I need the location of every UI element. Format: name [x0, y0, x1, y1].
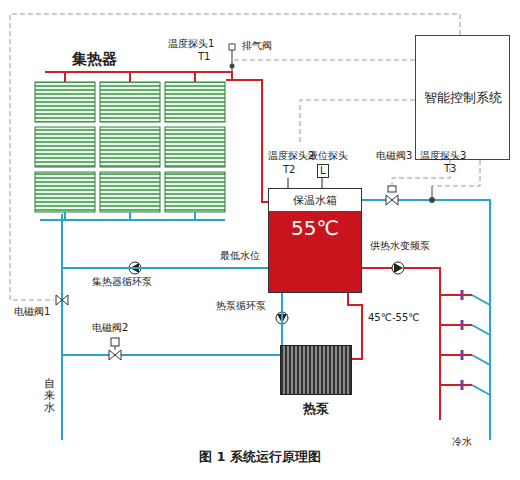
heat-pump: 热泵: [280, 345, 352, 395]
valve-label: 电磁阀3: [376, 150, 412, 162]
return-pipe: [356, 200, 490, 440]
valve-2: [109, 350, 121, 360]
sensor-label: 液位探头: [308, 150, 348, 162]
storage-tank: 保温水箱 55℃: [268, 188, 362, 293]
pipe: [62, 214, 268, 268]
node-text: 55℃: [269, 216, 361, 240]
valve-label: 排气阀: [242, 40, 272, 52]
collector-array: 集热器: [30, 78, 226, 214]
node-text: 智能控制系统: [424, 89, 502, 107]
pump-label: 集热器循环泵: [92, 276, 152, 288]
sensor-tag: T2: [283, 164, 295, 176]
valve-label: 电磁阀2: [92, 322, 128, 334]
valve-2-coil: [111, 338, 119, 346]
radiators: [461, 290, 464, 390]
collector-panels: [35, 82, 225, 212]
valve-1: [56, 295, 68, 305]
level-tag: L: [317, 164, 329, 178]
source-label: 自来水: [44, 378, 55, 414]
source-label: 冷水: [452, 436, 472, 448]
sensor-tag: T3: [444, 163, 456, 175]
mains-pipe: [62, 268, 280, 440]
sensor-tag: T1: [198, 51, 210, 63]
pipe: [226, 80, 268, 202]
supply-pump: [392, 262, 404, 274]
vent-valve: [229, 44, 235, 50]
node-text: 集热器: [72, 50, 117, 69]
hot-header: [45, 72, 232, 82]
node-text: 保温水箱: [269, 193, 361, 208]
valve-label: 电磁阀1: [14, 306, 50, 318]
control-wiring: [10, 14, 480, 300]
figure-caption: 图 1 系统运行原理图: [0, 448, 520, 466]
valve-3: [386, 195, 398, 205]
cold-header: [40, 212, 225, 220]
probe-t1: [230, 64, 235, 69]
level-label: 最低水位: [220, 250, 260, 262]
pump-label: 供热水变频泵: [370, 240, 430, 252]
pump-label: 热泵循环泵: [216, 300, 266, 312]
sensor-label: 温度探头1: [168, 38, 214, 50]
controller-box: 智能控制系统: [415, 35, 510, 160]
node-text: 热泵: [281, 400, 351, 418]
valve-3-coil: [388, 186, 396, 192]
probe-t3: [429, 197, 435, 203]
sensor-label: 温度探头2: [268, 150, 314, 162]
sensor-label: 温度探头3: [420, 150, 466, 162]
valve-2-stem: [115, 346, 116, 350]
temperature-label: 45℃-55℃: [368, 312, 420, 324]
supply-pipe: [356, 268, 472, 420]
pipe: [281, 293, 283, 345]
